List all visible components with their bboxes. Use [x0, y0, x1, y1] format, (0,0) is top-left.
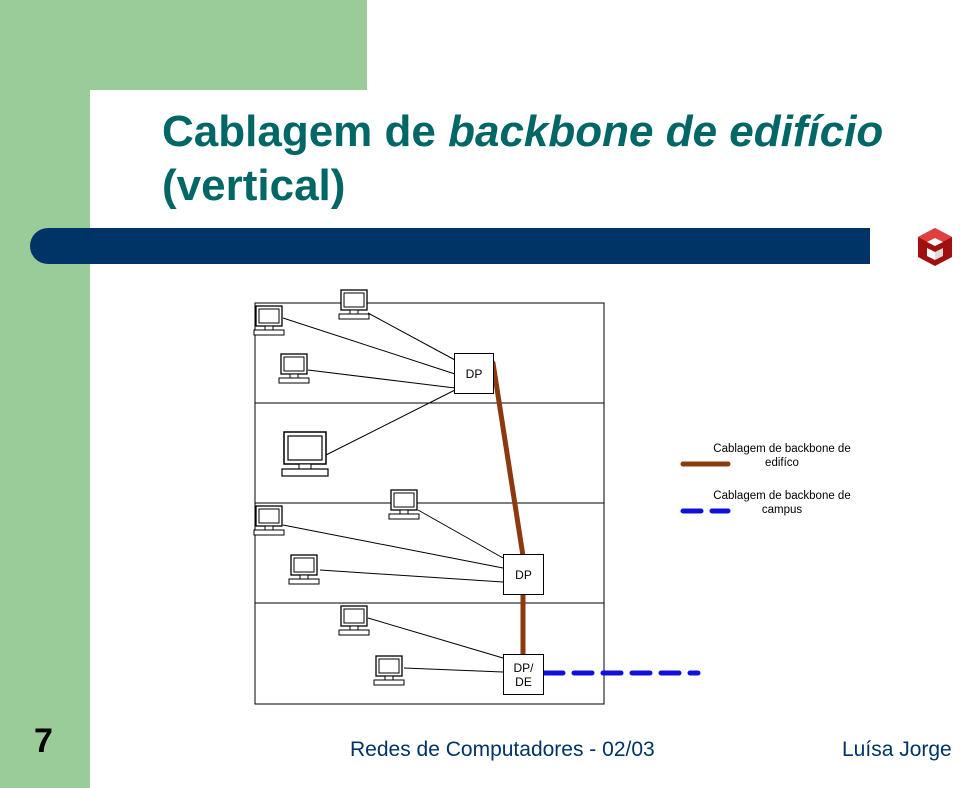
left-green-band — [0, 0, 90, 788]
building-backbone-cable — [490, 360, 526, 559]
workstation-icon — [338, 289, 370, 320]
box-label: DP — [515, 568, 532, 582]
title-italic: backbone de edifício — [448, 107, 884, 156]
title-part3: (vertical) — [162, 161, 346, 210]
link-line — [403, 667, 504, 673]
link-line — [325, 389, 456, 456]
link-line — [367, 312, 456, 361]
box-label: DP — [465, 367, 483, 381]
legend-campus-label: Cablagem de backbone de campus — [713, 490, 851, 516]
box-label-line2: DE — [515, 675, 532, 689]
top-green-band — [0, 0, 367, 90]
workstation-icon — [253, 305, 285, 336]
link-line — [367, 617, 504, 659]
institution-logo-icon — [918, 228, 952, 266]
distribution-point-bottom: DP/ DE — [503, 654, 544, 695]
link-line — [282, 524, 504, 569]
link-line — [417, 509, 504, 559]
link-line — [319, 569, 504, 583]
footer-course: Redes de Computadores - 02/03 — [350, 738, 655, 761]
title-divider-bar — [30, 228, 870, 264]
workstation-icon — [253, 505, 285, 536]
workstation-icon — [338, 605, 370, 636]
corner-curve — [90, 90, 210, 210]
legend-building-label: Cablagem de backbone de edifíco — [713, 443, 851, 469]
box-label-line1: DP/ — [513, 661, 534, 675]
workstation-icon — [388, 489, 420, 520]
slide-number: 7 — [34, 722, 53, 760]
title-part1: Cablagem de — [162, 107, 449, 156]
distribution-point-middle: DP — [503, 554, 544, 595]
workstation-icon — [373, 655, 405, 686]
workstation-icon — [288, 554, 320, 585]
workstation-icon — [281, 431, 329, 477]
distribution-point-top: DP — [454, 353, 494, 394]
workstation-icon — [278, 353, 310, 384]
footer-author: Luísa Jorge — [842, 738, 952, 761]
slide-title: Cablagem de backbone de edifício (vertic… — [162, 105, 942, 213]
link-line — [307, 369, 456, 389]
link-line — [282, 317, 456, 375]
